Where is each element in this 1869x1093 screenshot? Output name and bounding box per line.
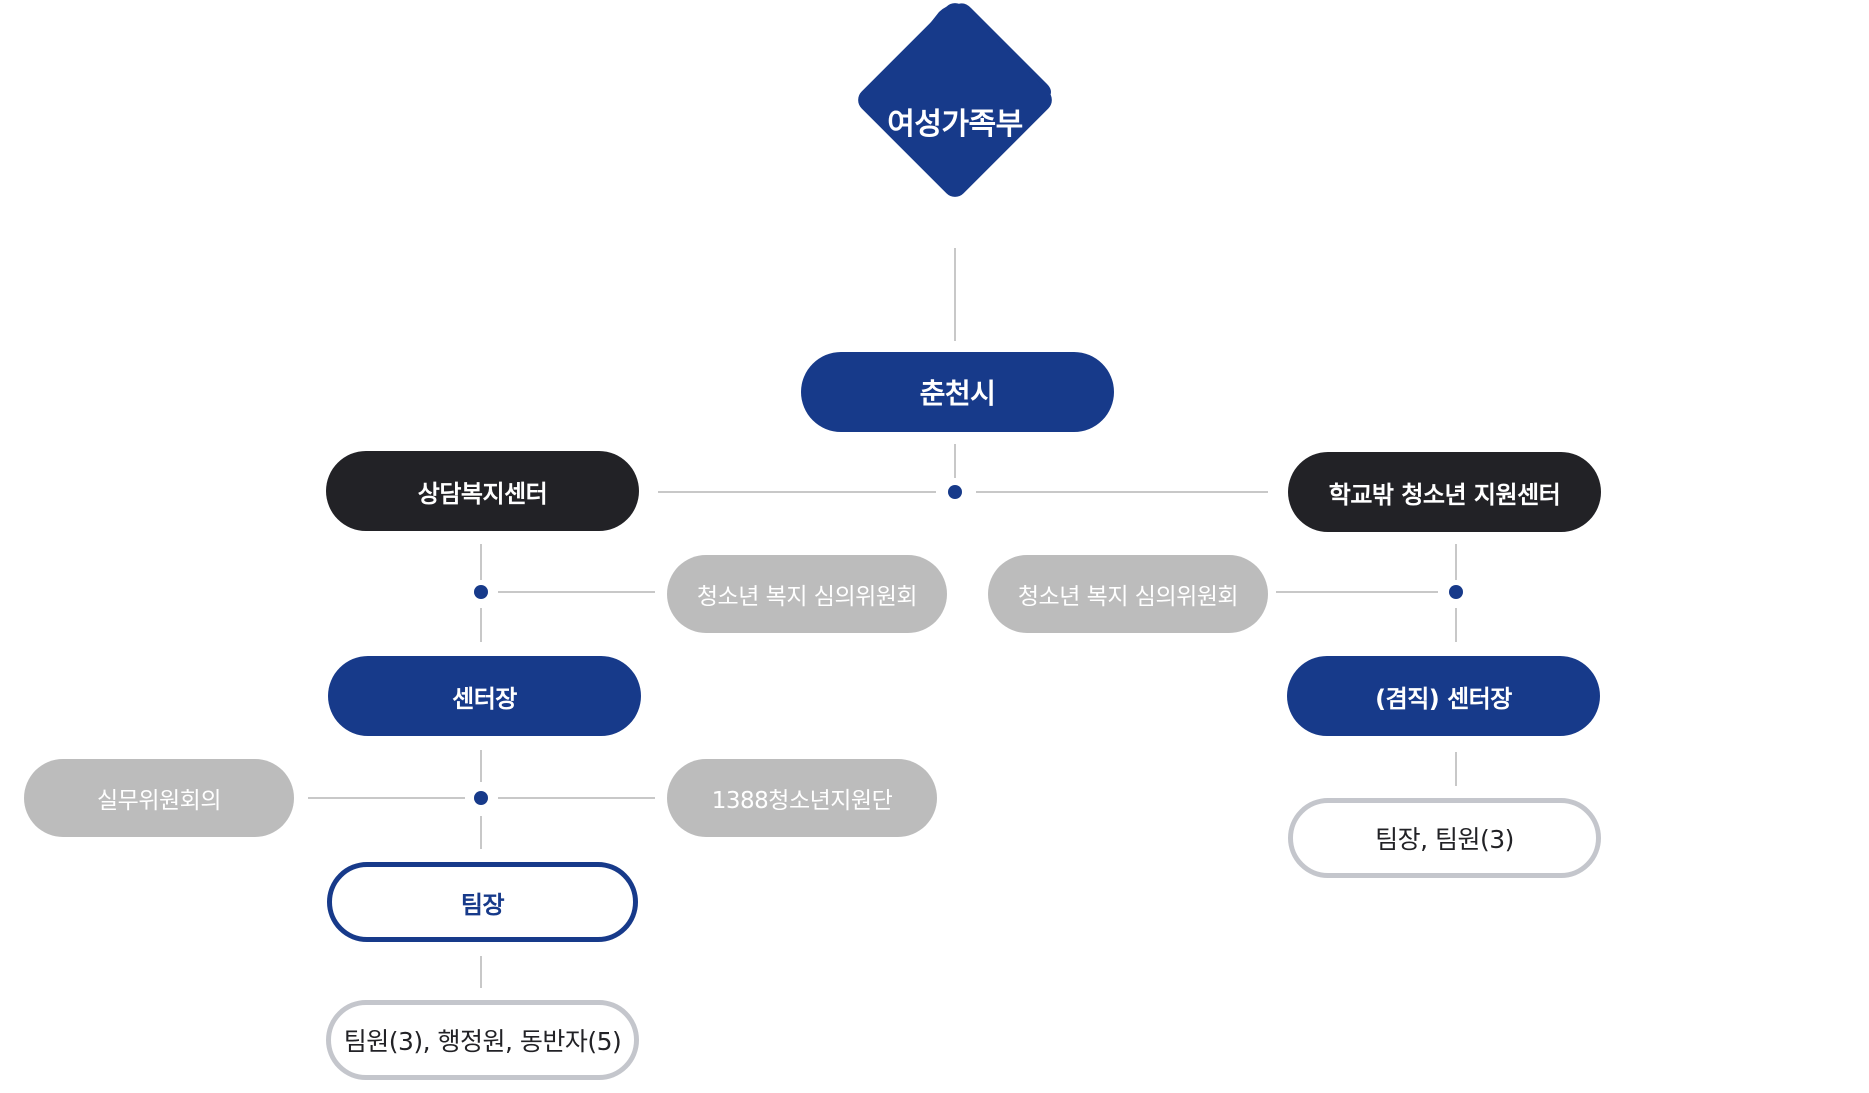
center-director-node: 센터장 [328,656,641,736]
junction-dot-left-lower [474,791,488,805]
support-team-1388-node: 1388청소년지원단 [667,759,937,837]
ministry-label: 여성가족부 [887,107,1023,142]
working-committee-node: 실무위원회의 [24,759,294,837]
right-staff-node: 팀장, 팀원(3) [1288,798,1601,878]
city-node: 춘천시 [801,352,1114,432]
out-of-school-center-node: 학교밖 청소년 지원센터 [1288,452,1601,532]
junction-dot-left [474,585,488,599]
left-staff-node: 팀원(3), 행정원, 동반자(5) [326,1000,639,1080]
committee-left-node: 청소년 복지 심의위원회 [667,555,947,633]
committee-right-node: 청소년 복지 심의위원회 [988,555,1268,633]
concurrent-director-node: (겸직) 센터장 [1287,656,1600,736]
team-leader-node: 팀장 [327,862,638,942]
junction-dot-right [1449,585,1463,599]
ministry-diamond-shape [858,3,1052,197]
counseling-center-node: 상담복지센터 [326,451,639,531]
junction-dot-center [948,485,962,499]
